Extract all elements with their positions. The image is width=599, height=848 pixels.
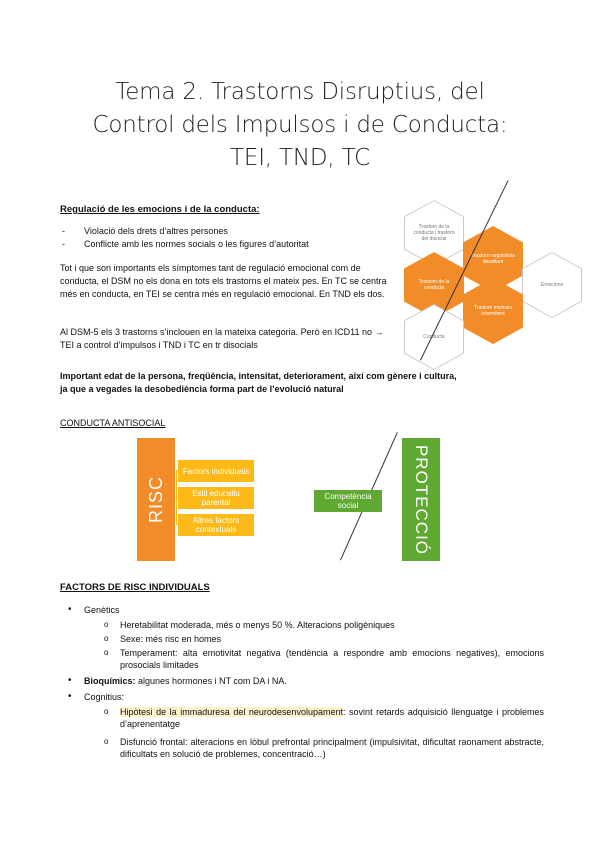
dash-list: Violació dels drets d’altres persones Co…: [62, 225, 309, 251]
factor-individuals: Factors individuals: [178, 460, 254, 482]
section-heading-regulacio: Regulació de les emocions i de la conduc…: [60, 204, 260, 215]
paragraph-important: Important edat de la persona, freqüència…: [60, 371, 457, 394]
bullet-bioquimics: Bioquímics: algunes hormones i NT com DA…: [68, 675, 287, 687]
risc-box: RISC: [137, 438, 175, 561]
title-line-1: Tema 2. Trastorns Disruptius, del: [115, 79, 485, 105]
bullet-genetics: Genètics: [68, 604, 120, 616]
hexagon-emocions: Emocions: [522, 252, 582, 318]
paragraph-dsm5-icd11: Al DSM-5 els 3 trastorns s’inclouen en l…: [60, 327, 384, 350]
title-line-3: TEI, TND, TC: [230, 145, 370, 171]
list-item: Conflicte amb les normes socials o les f…: [62, 238, 309, 251]
section-heading-factors-risc: FACTORS DE RISC INDIVIDUALS: [60, 582, 210, 593]
competencia-social-box: Competència social: [314, 490, 382, 512]
paragraph-dsm-weight: Tot i que son importants els símptomes t…: [60, 263, 387, 299]
section-heading-antisocial: CONDUCTA ANTISOCIAL: [60, 418, 166, 428]
highlight: Hipòtesi de la immaduresa del neurodesen…: [120, 707, 343, 717]
factor-contextuals: Altres factors contextuals: [178, 514, 254, 536]
list-item: Violació dels drets d’altres persones: [62, 225, 309, 238]
bullet-cognitius: Cognitius:: [68, 691, 124, 703]
factor-estil-educatiu: Estil educatiu parental: [178, 487, 254, 509]
page-title: Tema 2. Trastorns Disruptius, del Contro…: [60, 76, 540, 175]
title-line-2: Control dels Impulsos i de Conducta:: [92, 112, 508, 138]
proteccio-box: PROTECCIÓ: [402, 438, 440, 561]
hexagon-conducta: Conducta: [404, 304, 464, 370]
hexagon-tei: Trastorn explosiu intermitent: [463, 278, 523, 344]
